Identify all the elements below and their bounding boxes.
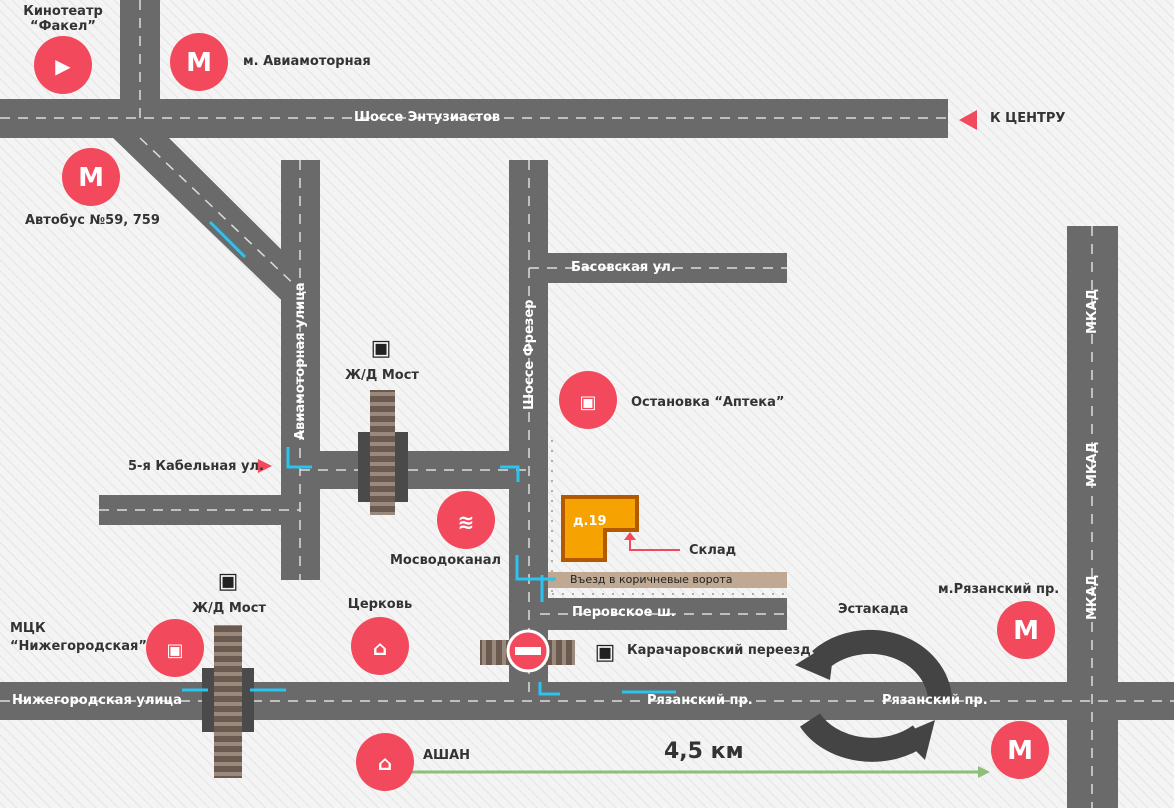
ashan-label: АШАН (423, 748, 471, 763)
svg-text:▣: ▣ (579, 392, 596, 413)
road-label-aviamotornaya: Авиамоторная улица (293, 282, 308, 440)
church-label: Церковь (347, 597, 413, 612)
metro-aviamotornaya-label: м. Авиамоторная (243, 54, 371, 69)
metro-icon (62, 148, 120, 206)
mck-label: МЦК “Нижегородская” (10, 621, 147, 654)
svg-text:⌂: ⌂ (378, 751, 392, 775)
train-icon (146, 619, 204, 677)
cinema-icon (34, 36, 92, 94)
road-label-nizhegorodskaya: Нижегородская улица (12, 693, 182, 708)
water-icon (437, 491, 495, 549)
stop-label: Остановка “Аптека” (631, 395, 785, 410)
svg-text:▣: ▣ (218, 569, 239, 594)
road-diagonal (112, 137, 300, 318)
road-label-entuziastov: Шоссе Энтузиастов (354, 110, 501, 125)
bus-label: Автобус №59, 759 (25, 213, 160, 228)
church-icon (351, 617, 409, 675)
svg-text:М: М (1007, 736, 1033, 766)
crossing-label: Карачаровский переезд (627, 643, 811, 658)
rail-bridge-2 (214, 625, 242, 778)
to-center-arrow-icon (959, 110, 977, 130)
gate-strip (548, 572, 787, 588)
svg-text:▣: ▣ (595, 640, 616, 665)
metro-ryazansky-label: м.Рязанский пр. (938, 582, 1060, 597)
road-label-ryazansky-1: Рязанский пр. (647, 693, 753, 708)
warehouse-building (561, 495, 639, 562)
direction-arrows (182, 220, 676, 696)
shop-icon (356, 733, 414, 791)
to-center-label: К ЦЕНТРУ (990, 111, 1066, 126)
road-label-frezer: Шоссе Фрезер (522, 299, 537, 410)
metro-icon (991, 721, 1049, 779)
cinema-label: Кинотеатр “Факел” (23, 4, 103, 34)
kabelnaya-label: 5-я Кабельная ул. (128, 459, 264, 474)
svg-text:▶: ▶ (55, 54, 71, 78)
rail-bridge-2-label: Ж/Д Мост (192, 601, 266, 616)
svg-text:М: М (78, 163, 104, 193)
svg-text:▣: ▣ (166, 640, 183, 661)
estakada-loop-icon (812, 629, 952, 702)
road-label-basovskaya: Басовская ул. (571, 260, 676, 275)
estakada-label: Эстакада (838, 602, 909, 617)
road-label-perovskoe: Перовское ш. (572, 605, 676, 620)
rail-bridge-1-label: Ж/Д Мост (345, 368, 419, 383)
svg-text:М: М (1013, 616, 1039, 646)
gate-label: Въезд в коричневые ворота (570, 573, 733, 586)
svg-text:▣: ▣ (371, 336, 392, 361)
rail-bridge-1 (370, 390, 395, 515)
building-number: д.19 (573, 514, 607, 529)
road-label-ryazansky-2: Рязанский пр. (882, 693, 988, 708)
svg-text:⌂: ⌂ (373, 636, 387, 660)
bus-icon (559, 371, 617, 429)
distance-label: 4,5 км (664, 739, 744, 764)
road-label-mkad-2: МКАД (1085, 441, 1100, 487)
metro-icon (997, 601, 1055, 659)
warehouse-label: Склад (689, 543, 737, 558)
svg-text:М: М (186, 48, 212, 78)
road-label-mkad-1: МКАД (1085, 288, 1100, 334)
metro-icon (170, 33, 228, 91)
road-label-mkad-3: МКАД (1085, 574, 1100, 620)
mosvodokanal-label: Мосводоканал (390, 553, 502, 568)
svg-text:≋: ≋ (458, 510, 475, 534)
